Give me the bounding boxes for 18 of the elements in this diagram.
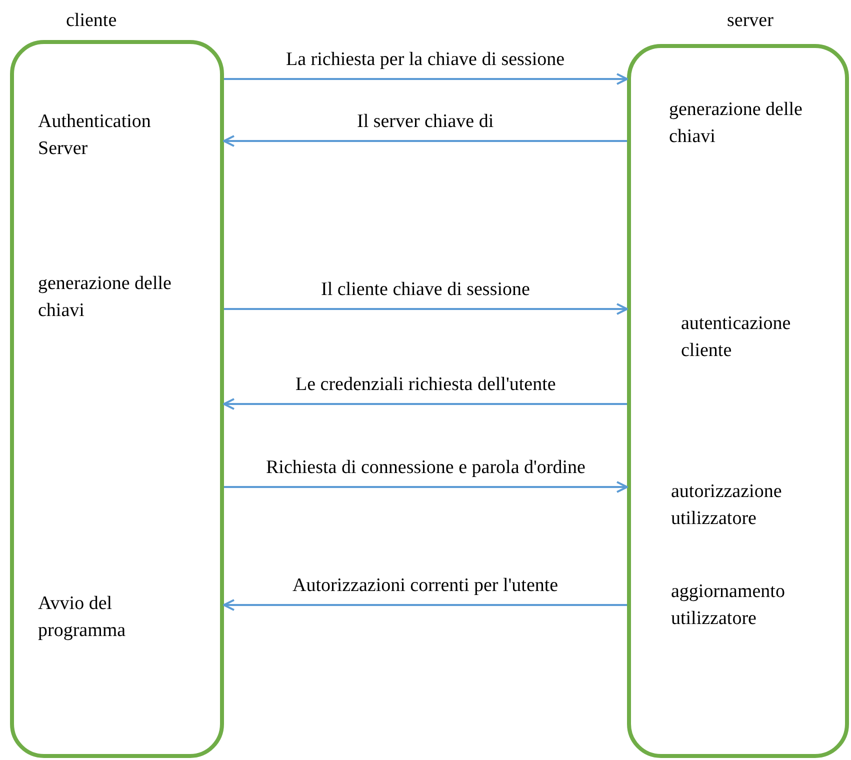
arrow xyxy=(223,599,627,611)
step-text: generazione delle chiavi xyxy=(669,98,804,149)
arrow xyxy=(224,303,628,315)
edge-label: La richiesta per la chiave di sessione xyxy=(284,49,567,71)
step-text: Avvio del programma xyxy=(38,592,127,643)
arrow xyxy=(223,398,627,410)
client-heading: cliente xyxy=(66,10,117,32)
step-text: generazione delle chiavi xyxy=(38,272,172,323)
arrow xyxy=(224,73,628,85)
step-text: autenticazione cliente xyxy=(681,312,792,363)
server-heading: server xyxy=(727,10,774,32)
step-text: autorizzazione utilizzatore xyxy=(671,480,783,531)
arrow xyxy=(224,481,628,493)
edge-label: Richiesta di connessione e parola d'ordine xyxy=(264,457,588,479)
arrow xyxy=(223,135,627,147)
step-text: Authentication Server xyxy=(38,110,152,161)
edge-label: Autorizzazioni correnti per l'utente xyxy=(290,575,560,597)
step-text: aggiornamento utilizzatore xyxy=(671,580,786,631)
